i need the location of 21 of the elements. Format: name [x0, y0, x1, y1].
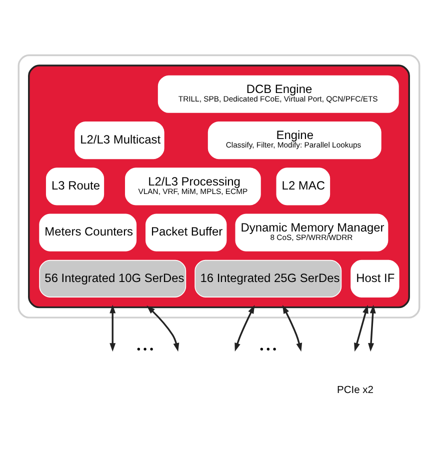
node-box: DCB Engine TRILL, SPB, Dedicated FCoE, Virtual Port, QCN/PFC/ETS — [158, 75, 399, 113]
node-box: L2 MAC — [276, 168, 330, 206]
arrow — [354, 304, 368, 352]
node-box: L2/L3 Multicast — [74, 121, 164, 160]
arrow — [368, 304, 376, 352]
node-box: Engine Classify, Filter, Modify: Parallel Lookups — [208, 121, 382, 160]
node-box: Dynamic Memory Manager 8 CoS, SP/WRR/WDRR — [235, 214, 388, 252]
arrow — [234, 305, 255, 352]
arrow — [110, 304, 116, 352]
label: • • • — [260, 344, 276, 356]
label: PCIe x2 — [337, 384, 374, 396]
node-box: Packet Buffer — [146, 214, 227, 252]
node-box: 56 Integrated 10G SerDes — [39, 260, 186, 298]
node-box: 16 Integrated 25G SerDes — [194, 260, 342, 298]
arrow — [146, 306, 180, 352]
node-box: L2/L3 Processing VLAN, VRF, MiM, MPLS, ECMP — [125, 168, 261, 206]
label: • • • — [136, 344, 154, 356]
node-box: Meters Counters — [39, 214, 137, 252]
arrow — [282, 305, 302, 352]
node-box: L3 Route — [46, 168, 104, 206]
node-box: Host IF — [350, 260, 400, 298]
